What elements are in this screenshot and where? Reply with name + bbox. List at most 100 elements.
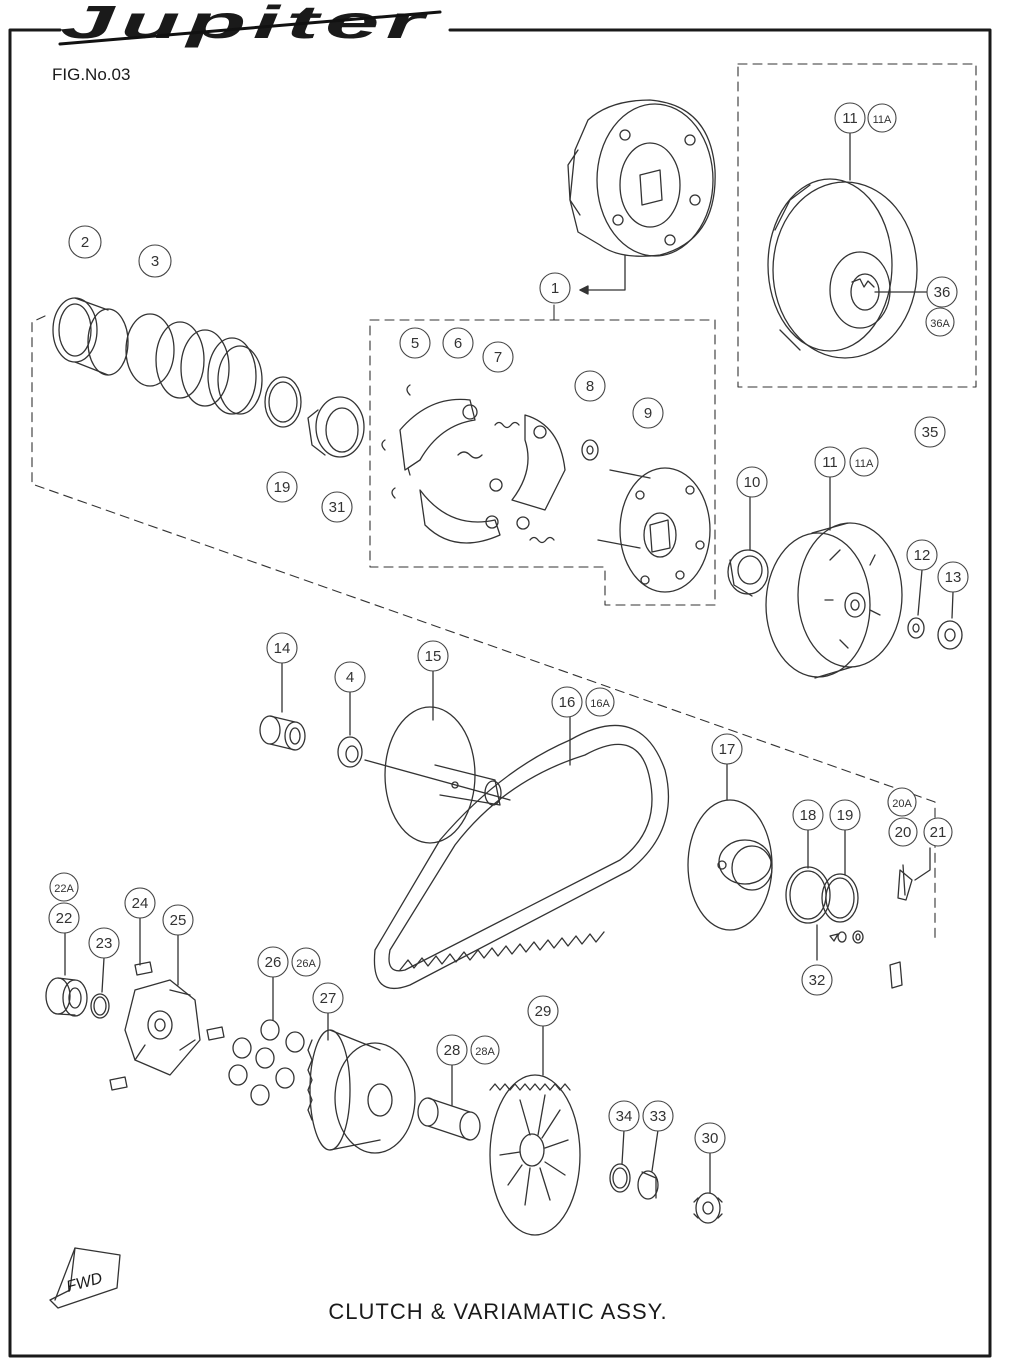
callout-c11b: 11	[814, 446, 846, 478]
part-washer-12	[907, 617, 925, 639]
callout-c22: 22	[48, 902, 80, 934]
callout-c35: 35	[914, 416, 946, 448]
callout-number: 7	[494, 349, 502, 366]
callout-number: 31	[329, 499, 346, 516]
part-collar-28	[417, 1097, 481, 1141]
callout-c5: 5	[399, 327, 431, 359]
callout-c26A: 26A	[291, 947, 321, 977]
callout-circle	[138, 244, 172, 278]
callout-circle	[48, 902, 80, 934]
callout-circle	[551, 686, 583, 718]
part-bearing-14	[259, 715, 306, 751]
callout-circle	[711, 733, 743, 765]
fwd-direction-marker: FWD	[49, 1247, 121, 1309]
callout-circle	[527, 995, 559, 1027]
callout-c27: 27	[312, 982, 344, 1014]
callout-leader-1	[579, 254, 626, 291]
page-frame	[8, 28, 992, 1358]
callout-circle	[312, 982, 344, 1014]
callout-circle	[937, 561, 969, 593]
callout-c28A: 28A	[470, 1035, 500, 1065]
callout-circle	[470, 1035, 500, 1065]
callout-number: 4	[346, 669, 354, 686]
part-nut-13	[937, 620, 963, 650]
callout-c6: 6	[442, 327, 474, 359]
callout-circle	[417, 640, 449, 672]
callout-circle	[585, 687, 615, 717]
part-sheave-15	[384, 706, 502, 844]
callout-number: 14	[274, 640, 291, 657]
callout-c25: 25	[162, 904, 194, 936]
callout-number: 19	[274, 479, 291, 496]
callout-number: 26A	[296, 958, 316, 970]
callout-circle	[608, 1100, 640, 1132]
callout-circle	[257, 946, 289, 978]
part-ring-18	[785, 866, 831, 924]
part-ring-19	[264, 376, 302, 428]
callout-number: 22A	[54, 883, 74, 895]
callout-c16A: 16A	[585, 687, 615, 717]
part-seal-31	[307, 396, 365, 458]
part-bearing-4	[337, 736, 363, 768]
callout-c20: 20	[888, 817, 918, 847]
callout-c36A: 36A	[925, 307, 955, 337]
callout-circle	[266, 632, 298, 664]
driven-pulley-group-outline	[737, 63, 977, 388]
callout-c18: 18	[792, 799, 824, 831]
part-driven-pulley-top	[767, 178, 918, 359]
callout-number: 36A	[930, 318, 950, 330]
brand-logo: Jupiter	[48, 0, 445, 60]
callout-circle	[124, 887, 156, 919]
callout-number: 34	[616, 1108, 633, 1125]
callout-number: 28	[444, 1042, 461, 1059]
callout-c2: 2	[68, 225, 102, 259]
callout-circle	[887, 787, 917, 817]
callout-c3: 3	[138, 244, 172, 278]
callout-circle	[849, 447, 879, 477]
part-v-belt	[373, 724, 669, 990]
callout-number: 32	[809, 972, 826, 989]
part-sheave-17	[687, 799, 773, 931]
callout-c24: 24	[124, 887, 156, 919]
callout-number: 36	[934, 284, 951, 301]
callout-c22A: 22A	[49, 872, 79, 902]
clutch-shoes	[381, 384, 566, 544]
callout-c23: 23	[88, 927, 120, 959]
part-washer-33	[637, 1170, 659, 1200]
callout-number: 33	[650, 1108, 667, 1125]
part-sliders-24	[109, 961, 225, 1091]
part-nut-30	[693, 1192, 723, 1224]
callout-c31: 31	[321, 491, 353, 523]
callout-circle	[291, 947, 321, 977]
callout-c17: 17	[711, 733, 743, 765]
callout-circle	[829, 799, 861, 831]
callout-circle	[162, 904, 194, 936]
callout-c21: 21	[923, 817, 953, 847]
part-washer-34	[609, 1163, 631, 1193]
callout-c34: 34	[608, 1100, 640, 1132]
callout-circle	[888, 817, 918, 847]
callout-number: 22	[56, 910, 73, 927]
callout-number: 18	[800, 807, 817, 824]
callout-circle	[834, 102, 866, 134]
callout-number: 29	[535, 1003, 552, 1020]
callout-number: 16A	[590, 698, 610, 710]
callout-circle	[792, 799, 824, 831]
callout-circle	[399, 327, 431, 359]
callout-number: 11	[842, 110, 858, 127]
callout-c19b: 19	[829, 799, 861, 831]
callout-circle	[482, 341, 514, 373]
callout-circle	[436, 1034, 468, 1066]
callout-c33: 33	[642, 1100, 674, 1132]
callout-c11Aa: 11A	[867, 103, 897, 133]
callout-number: 21	[930, 824, 947, 841]
callout-c15: 15	[417, 640, 449, 672]
callout-circle	[442, 327, 474, 359]
callout-number: 12	[914, 547, 931, 564]
part-ramp-plate-25	[124, 979, 201, 1076]
callout-number: 17	[719, 741, 736, 758]
part-collar	[52, 297, 129, 376]
callout-c32: 32	[801, 964, 833, 996]
